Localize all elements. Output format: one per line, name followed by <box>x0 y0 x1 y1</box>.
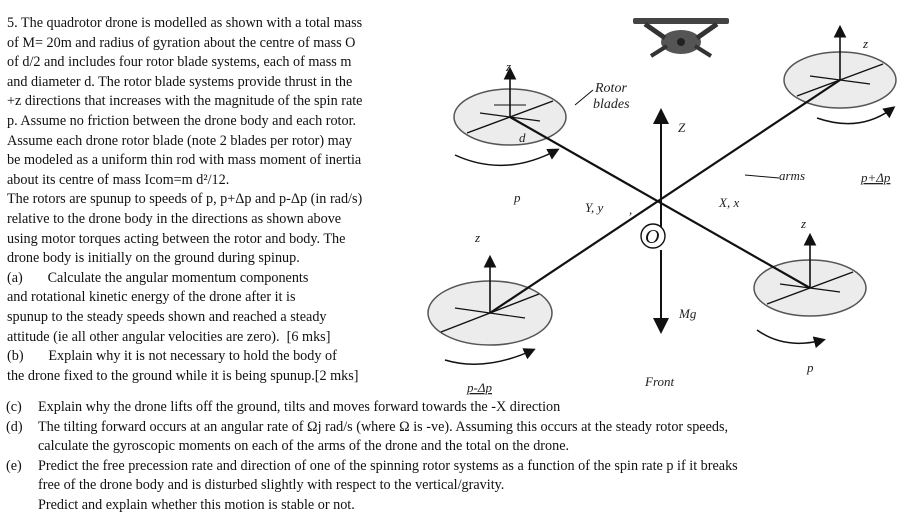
label-p-left: p <box>513 190 521 205</box>
problem-line: and diameter d. The rotor blade systems … <box>7 73 353 90</box>
part-e-text-cont2: Predict and explain whether this motion … <box>38 496 355 513</box>
rotor-top-left <box>453 66 567 146</box>
problem-line: be modeled as a uniform thin rod with ma… <box>7 152 362 169</box>
spin-arrow-p-minus <box>444 348 536 365</box>
drone-photo-icon <box>633 18 729 58</box>
label-arms: arms <box>779 168 805 183</box>
part-c-label: (c) <box>6 399 22 415</box>
quadrotor-diagram: z z Z z z Rotor blades d p Y, y , X, x a… <box>427 18 897 395</box>
label-z-top-left: z <box>505 59 511 74</box>
part-d-label: (d) <box>6 418 23 435</box>
part-d-text: The tilting forward occurs at an angular… <box>38 418 729 435</box>
label-rotor: Rotor <box>594 81 627 96</box>
problem-line: 5. The quadrotor drone is modelled as sh… <box>7 15 363 31</box>
part-e-label: (e) <box>6 457 22 474</box>
part-c-text: Explain why the drone lifts off the grou… <box>38 399 561 415</box>
arms-pointer <box>744 174 780 179</box>
part-d-text-cont: calculate the gyroscopic moments on each… <box>38 438 570 455</box>
problem-line: relative to the drone body in the direct… <box>7 210 342 227</box>
problem-line: +z directions that increases with the ma… <box>7 93 363 110</box>
part-a-line: and rotational kinetic energy of the dro… <box>7 289 296 306</box>
part-a-line: attitude (ie all other angular velocitie… <box>7 328 331 345</box>
part-d: (d) The tilting forward occurs at an ang… <box>6 418 911 438</box>
spin-arrow-p-right <box>756 329 826 349</box>
label-origin: O <box>645 226 659 248</box>
part-a-line: spunup to the steady speeds shown and re… <box>7 308 327 325</box>
part-e: (e) Predict the free precession rate and… <box>6 457 911 477</box>
label-x-axis: X, x <box>718 195 739 210</box>
label-p-right: p <box>806 360 814 375</box>
label-comma: , <box>629 202 632 217</box>
part-c: (c) Explain why the drone lifts off the … <box>6 398 911 418</box>
part-b-line: the drone fixed to the ground while it i… <box>7 367 359 384</box>
part-b-line: (b) Explain why it is not necessary to h… <box>7 348 337 365</box>
label-z-top-right: z <box>862 36 868 51</box>
label-y-axis: Y, y <box>585 200 604 215</box>
label-p-plus-dp: p+Δp <box>860 170 891 185</box>
part-e-text-cont: free of the drone body and is disturbed … <box>38 477 505 494</box>
problem-line: drone body is initially on the ground du… <box>7 250 300 267</box>
label-p-minus-dp: p-Δp <box>466 380 492 395</box>
label-z-center: Z <box>678 120 686 135</box>
problem-line: of d/2 and includes four rotor blade sys… <box>7 54 352 71</box>
label-front: Front <box>644 374 675 389</box>
problem-line: about its centre of mass Icom=m d²/12. <box>7 171 230 188</box>
problem-line: Assume each drone rotor blade (note 2 bl… <box>7 132 353 149</box>
rotor-top-right <box>783 24 897 109</box>
problem-line: p. Assume no friction between the drone … <box>7 112 357 129</box>
part-a-line: (a) Calculate the angular momentum compo… <box>7 269 309 286</box>
label-mg: Mg <box>678 306 697 321</box>
part-e-text: Predict the free precession rate and dir… <box>38 457 738 474</box>
problem-line: The rotors are spunup to speeds of p, p+… <box>7 191 363 208</box>
label-z-mid-left: z <box>474 230 480 245</box>
question-parts: (c) Explain why the drone lifts off the … <box>6 398 911 516</box>
rotor-pointer <box>574 89 594 106</box>
label-z-mid-right: z <box>800 216 806 231</box>
spin-arrow-p-plus <box>816 106 896 125</box>
label-d: d <box>519 130 526 145</box>
rotor-bottom-left <box>427 254 553 346</box>
spin-arrow-p-left <box>454 148 560 167</box>
problem-line: of M= 20m and radius of gyration about t… <box>7 34 356 51</box>
origin-circle <box>640 223 666 249</box>
rotor-bottom-right <box>753 232 867 317</box>
problem-statement: 5. The quadrotor drone is modelled as sh… <box>7 14 457 386</box>
label-blades: blades <box>593 97 630 112</box>
problem-line: using motor torques acting between the r… <box>7 230 346 247</box>
